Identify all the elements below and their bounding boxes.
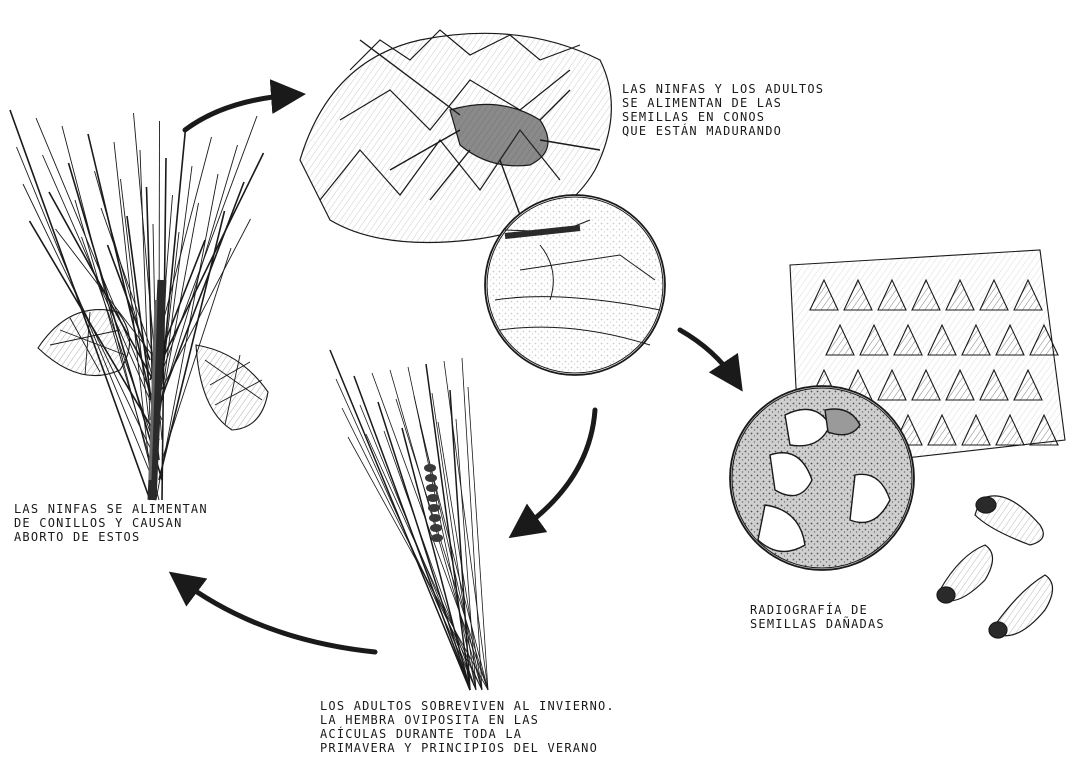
arrow-needles-to-branch [180, 580, 375, 652]
conelet-right [196, 345, 268, 430]
caption-line: LA HEMBRA OVIPOSITA EN LAS [320, 713, 615, 727]
caption-line: LOS ADULTOS SOBREVIVEN AL INVIERNO. [320, 699, 615, 713]
caption-adults-overwinter: LOS ADULTOS SOBREVIVEN AL INVIERNO.LA HE… [320, 699, 615, 755]
caption-line: LAS NINFAS SE ALIMENTAN [14, 502, 208, 516]
magnified-feeding-detail [485, 195, 665, 375]
caption-line: LAS NINFAS Y LOS ADULTOS [622, 82, 824, 96]
caption-line: ACÍCULAS DURANTE TODA LA [320, 727, 615, 741]
damaged-seeds-illustration [937, 496, 1053, 638]
caption-line: QUE ESTÁN MADURANDO [622, 124, 824, 138]
caption-line: PRIMAVERA Y PRINCIPIOS DEL VERANO [320, 741, 615, 755]
caption-line: DE CONILLOS Y CAUSAN [14, 516, 208, 530]
arrow-branch-to-cone [185, 95, 292, 130]
caption-line: ABORTO DE ESTOS [14, 530, 208, 544]
caption-line: SEMILLAS EN CONOS [622, 110, 824, 124]
pine-branch-with-conelets-illustration [10, 110, 268, 500]
needles-with-eggs-illustration [330, 350, 488, 690]
arrow-magnified-to-radiograph [680, 330, 735, 380]
arrow-cone-to-needles [520, 410, 595, 530]
caption-line: RADIOGRAFÍA DE [750, 603, 885, 617]
conelet-left [38, 310, 130, 376]
caption-line: SEMILLAS DAÑADAS [750, 617, 885, 631]
caption-line: SE ALIMENTAN DE LAS [622, 96, 824, 110]
seed-radiograph-circle [730, 386, 914, 570]
